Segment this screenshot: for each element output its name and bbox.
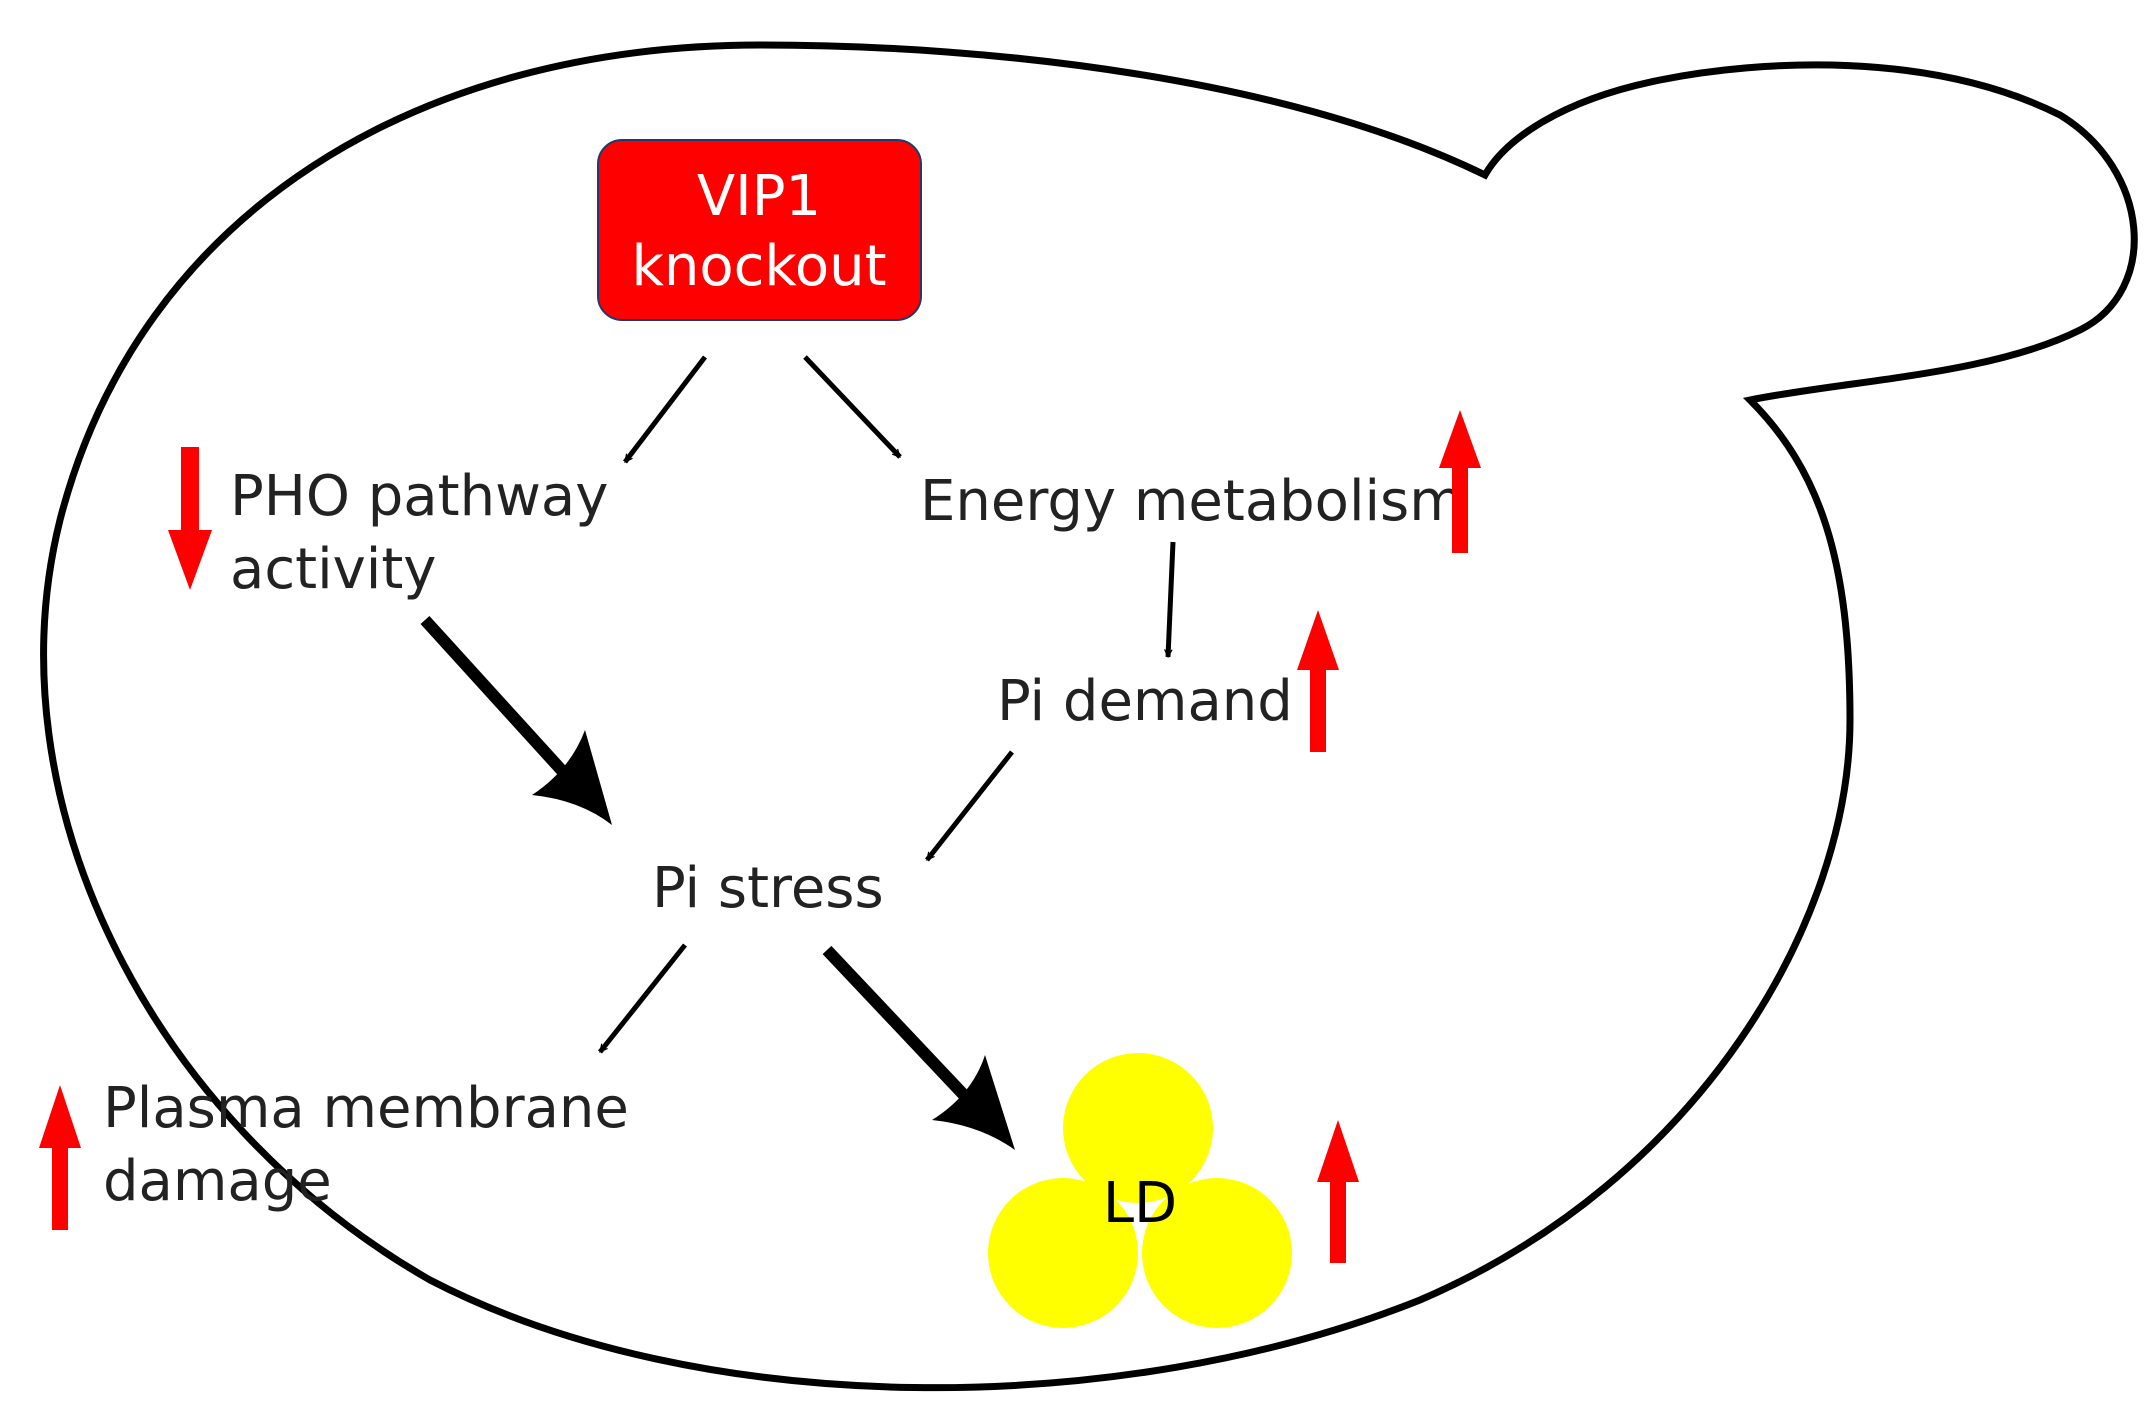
pho-pathway-label-line1: PHO pathway [230, 464, 608, 529]
arrow-pho-to-pi-stress [420, 615, 580, 790]
ld-label: LD [1103, 1171, 1177, 1236]
arrowhead-pi-stress-to-ld [932, 1055, 1015, 1150]
arrow-knockout-to-pho [623, 355, 707, 464]
arrow-energy-to-pi-demand [1168, 541, 1176, 657]
pi-demand-increase-arrow-icon [1297, 610, 1339, 752]
vip1-knockout-box [597, 139, 922, 321]
arrow-knockout-to-energy [803, 355, 902, 459]
energy-metabolism-label: Energy metabolism [920, 469, 1464, 534]
plasma-membrane-label-line2: damage [103, 1149, 332, 1214]
pho-pathway-label-line2: activity [230, 537, 436, 602]
plasma-membrane-label-line1: Plasma membrane [103, 1076, 629, 1141]
vip1-knockout-label-line2: knockout [631, 234, 886, 299]
plasma-damage-increase-arrow-icon [39, 1085, 81, 1230]
pi-demand-label: Pi demand [997, 669, 1293, 734]
arrow-pi-stress-to-ld [822, 945, 983, 1115]
lipid-droplet-top [1063, 1053, 1213, 1203]
arrowhead-pho-to-pi-stress [532, 730, 612, 825]
arrow-pi-demand-to-pi-stress [925, 750, 1014, 862]
ld-increase-arrow-icon [1317, 1120, 1359, 1263]
energy-increase-arrow-icon [1439, 410, 1481, 553]
lipid-droplet-right [1142, 1178, 1292, 1328]
lipid-droplet-left [988, 1178, 1138, 1328]
pho-decrease-arrow-icon [168, 447, 212, 590]
vip1-knockout-label-line1: VIP1 [697, 164, 821, 229]
arrow-pi-stress-to-plasma [598, 943, 687, 1054]
pi-stress-label: Pi stress [652, 856, 884, 921]
yeast-cell-outline [40, 41, 2138, 1392]
